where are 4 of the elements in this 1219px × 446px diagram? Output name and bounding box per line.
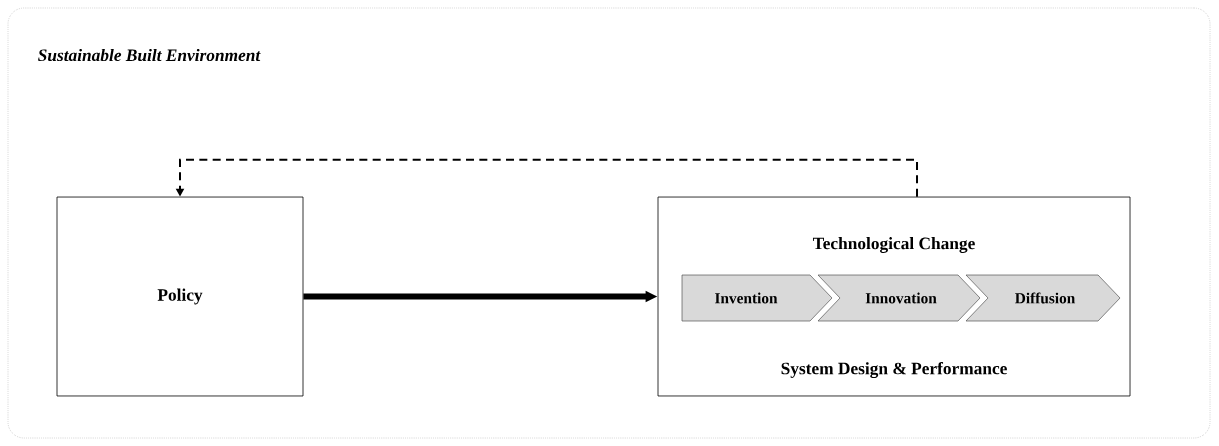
process-stage: Invention: [681, 274, 833, 322]
process-stage: Diffusion: [965, 274, 1121, 322]
box: Policy: [56, 196, 304, 397]
process-stage: Innovation: [817, 274, 981, 322]
